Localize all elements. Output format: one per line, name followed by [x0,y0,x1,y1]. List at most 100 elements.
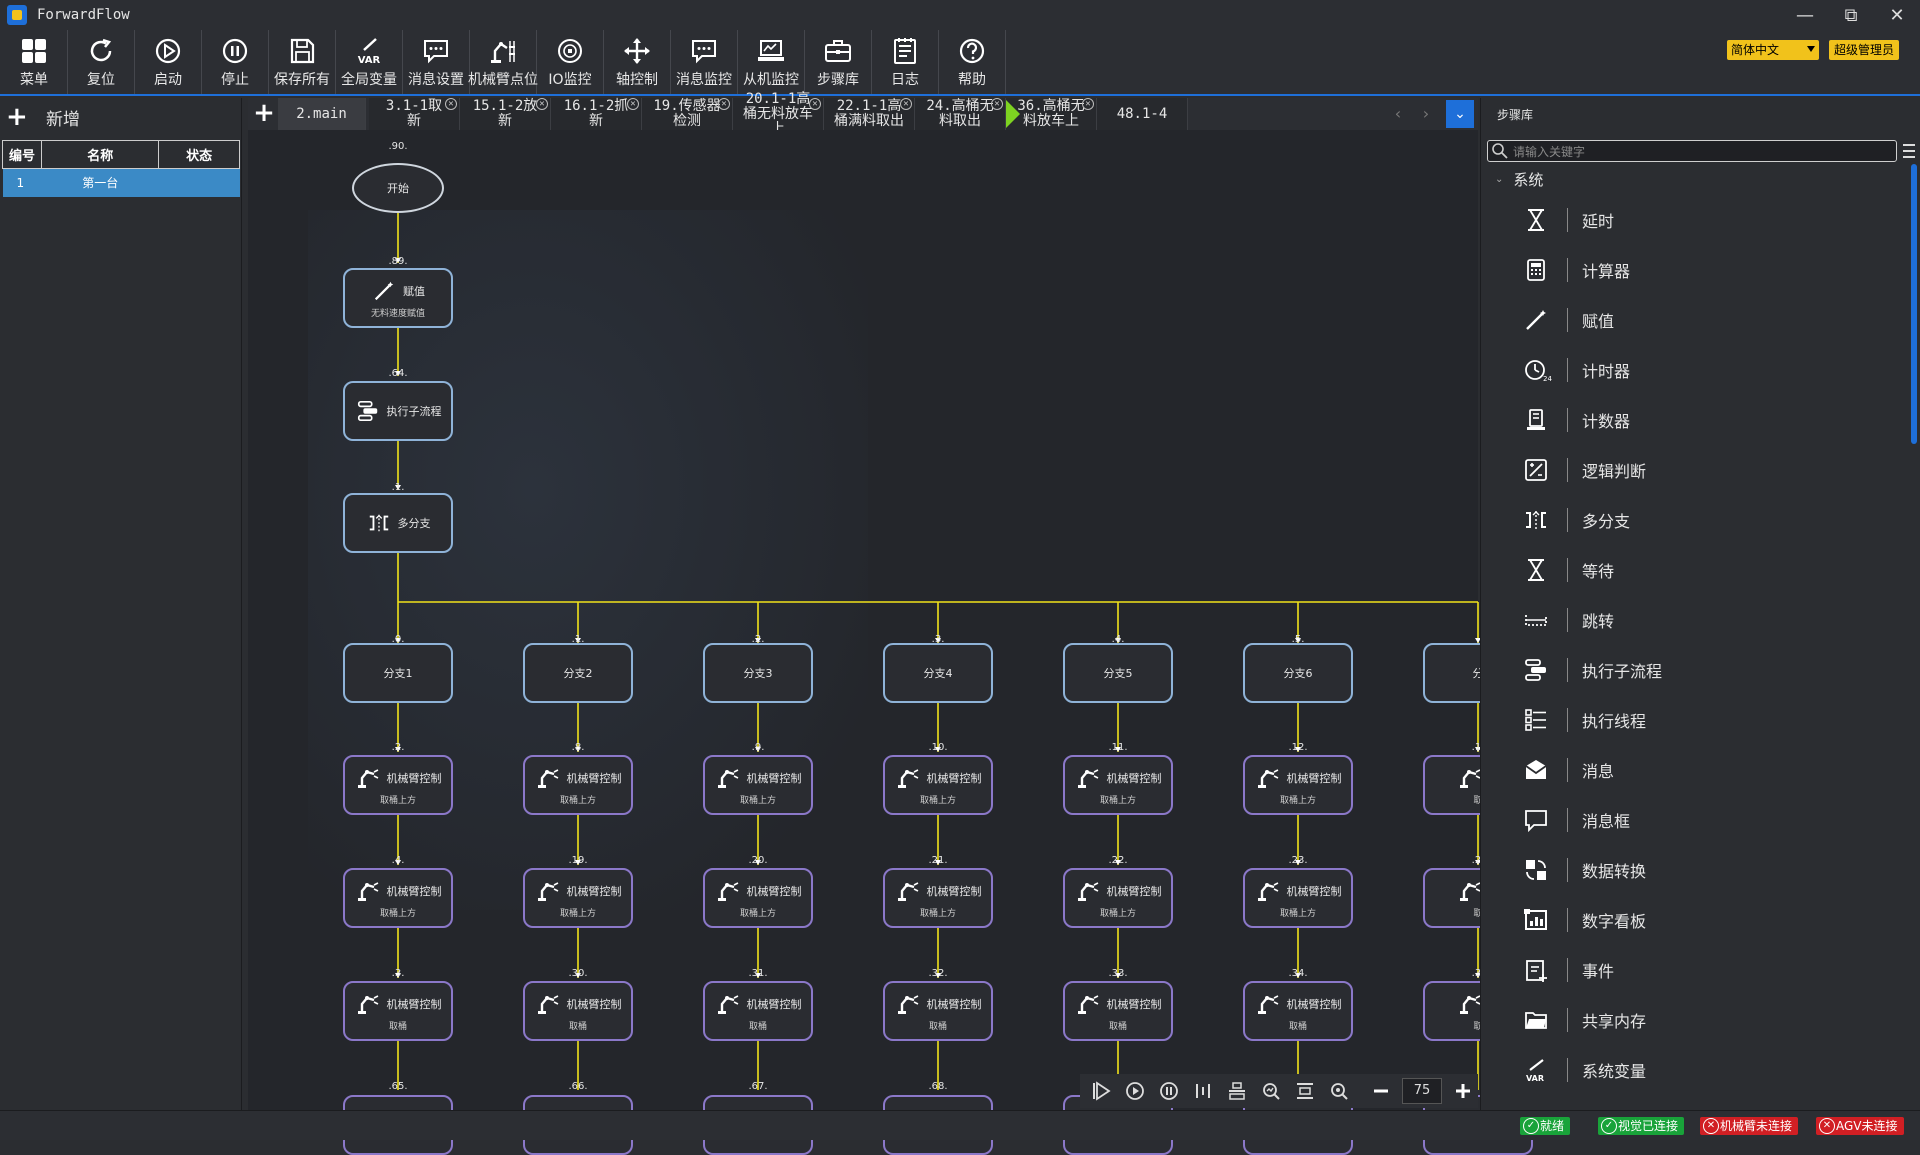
tab-close-icon[interactable]: ✕ [991,98,1003,110]
tab-2[interactable]: 3.1-1取新✕ [369,98,460,130]
step-item-jump[interactable]: 跳转 [1521,600,1891,640]
start-node[interactable]: 开始 [352,163,444,213]
branch-node[interactable]: 分支6 [1243,643,1353,703]
toolbar-button-pause-circle[interactable]: 停止 [202,30,269,94]
language-select[interactable]: 简体中文 [1727,40,1819,60]
branch-node[interactable]: 分支1 [343,643,453,703]
run-icon[interactable] [1088,1078,1114,1104]
tab-4[interactable]: 16.1-2抓新✕ [551,98,642,130]
step-item-dashboard[interactable]: 数字看板 [1521,900,1891,940]
step-run-icon[interactable] [1122,1078,1148,1104]
table-row[interactable]: 1 第一台 [2,168,240,197]
robot-arm-control-node[interactable]: 机械臂控制取桶 [1063,981,1173,1041]
robot-arm-control-node[interactable]: 机械臂控制取桶上方 [883,868,993,928]
user-badge[interactable]: 超级管理员 [1829,40,1899,60]
step-item-counter[interactable]: 计数器 [1521,400,1891,440]
column-header-status[interactable]: 状态 [158,140,240,169]
flow-canvas[interactable]: 开始 9089赋值无料速度赋值64执行子流程1多分支0分支12机械臂控制取桶上方… [248,130,1533,1155]
step-search-input[interactable]: 请输入关键字 [1487,140,1897,162]
toolbar-button-message-monitor[interactable]: 消息监控 [671,30,738,94]
tab-10[interactable]: 48.1-4 [1097,98,1188,130]
pause-icon[interactable] [1156,1078,1182,1104]
column-header-id[interactable]: 编号 [1,140,43,169]
tab-3[interactable]: 15.1-2放新✕ [460,98,551,130]
toolbar-button-play-circle[interactable]: 启动 [135,30,202,94]
tab-close-icon[interactable]: ✕ [445,98,457,110]
step-item-multibranch[interactable]: 多分支 [1521,500,1891,540]
toolbar-button-slave-monitor[interactable]: 从机监控 [738,30,805,94]
zoom-fit-icon[interactable] [1258,1078,1284,1104]
toolbar-button-robot-arm-points[interactable]: 机械臂点位 [468,30,538,94]
robot-arm-control-node[interactable]: 机械臂控制取桶 [883,981,993,1041]
step-group-system[interactable]: ⌄ 系统 [1495,169,1543,190]
step-item-assign-wand[interactable]: 赋值 [1521,300,1891,340]
tab-1[interactable]: 2.main [278,98,366,130]
locate-icon[interactable] [1326,1078,1352,1104]
branch-node[interactable]: 分支4 [883,643,993,703]
toolbar-button-help[interactable]: 帮助 [939,30,1006,94]
toolbar-button-axis-move[interactable]: 轴控制 [604,30,671,94]
step-item-thread[interactable]: 执行线程 [1521,700,1891,740]
toolbar-button-toolbox[interactable]: 步骤库 [805,30,872,94]
toolbar-button-message-settings[interactable]: 消息设置 [403,30,470,94]
add-device-button[interactable]: + 新增 [0,98,241,136]
toolbar-button-grid-menu[interactable]: 菜单 [1,30,68,94]
branch-node[interactable]: 分支2 [523,643,633,703]
zoom-level-input[interactable]: 75 [1402,1078,1442,1104]
toolbar-button-save[interactable]: 保存所有 [269,30,336,94]
close-button[interactable]: ✕ [1889,4,1905,26]
robot-arm-control-node[interactable]: 机械臂控制取桶上方 [1243,755,1353,815]
step-item-wait-hourglass[interactable]: 等待 [1521,550,1891,590]
toolbar-button-refresh[interactable]: 复位 [68,30,135,94]
step-item-data-convert[interactable]: 数据转换 [1521,850,1891,890]
tab-close-icon[interactable]: ✕ [1082,98,1094,110]
minimize-button[interactable]: — [1796,4,1814,26]
robot-arm-control-node[interactable]: 机械臂控制取桶上方 [343,868,453,928]
robot-arm-control-node[interactable]: 机械臂控制取桶上方 [703,755,813,815]
robot-arm-control-node[interactable]: 机械臂控制取桶 [1243,981,1353,1041]
step-item-message-box[interactable]: 消息框 [1521,800,1891,840]
tab-close-icon[interactable]: ✕ [718,98,730,110]
tab-list-dropdown-icon[interactable]: ⌄ [1446,100,1474,128]
robot-arm-control-node[interactable]: 机械臂控制取桶 [523,981,633,1041]
assign-node[interactable]: 赋值无料速度赋值 [343,268,453,328]
robot-arm-control-node[interactable]: 机械臂控制取桶 [703,981,813,1041]
column-header-name[interactable]: 名称 [41,140,160,169]
tab-9[interactable]: 36.高桶无料放车上✕ [1006,98,1097,130]
zoom-out-icon[interactable] [1368,1078,1394,1104]
zoom-in-icon[interactable] [1450,1078,1476,1104]
robot-arm-control-node[interactable]: 机械臂控制取桶上方 [343,755,453,815]
tab-close-icon[interactable]: ✕ [809,98,821,110]
robot-arm-control-node[interactable]: 机械臂控制取桶上方 [523,755,633,815]
robot-arm-control-node[interactable]: 机械臂控制取桶上方 [1063,868,1173,928]
center-icon[interactable] [1292,1078,1318,1104]
robot-arm-control-node[interactable]: 机械臂控制取桶 [343,981,453,1041]
robot-arm-control-node[interactable]: 机械臂控制取桶上方 [1063,755,1173,815]
step-item-calculator[interactable]: 计算器 [1521,250,1891,290]
add-tab-button[interactable]: + [253,98,275,128]
branch-node[interactable]: 分支3 [703,643,813,703]
restore-button[interactable]: ⧉ [1844,4,1858,26]
tree-layout-icon[interactable] [1224,1078,1250,1104]
toolbar-button-io-monitor[interactable]: IO监控 [537,30,604,94]
tab-scroll-right-icon[interactable]: › [1422,104,1430,123]
tab-7[interactable]: 22.1-1高桶满料取出✕ [824,98,915,130]
step-item-message-envelope[interactable]: 消息 [1521,750,1891,790]
robot-arm-control-node[interactable]: 机械臂控制取桶上方 [883,755,993,815]
tab-6[interactable]: 20.1-1高桶无料放车上✕ [733,91,824,136]
align-icon[interactable] [1190,1078,1216,1104]
tab-close-icon[interactable]: ✕ [627,98,639,110]
tab-close-icon[interactable]: ✕ [536,98,548,110]
tab-scroll-left-icon[interactable]: ‹ [1394,104,1402,123]
step-list-scrollbar[interactable] [1911,164,1917,444]
robot-arm-control-node[interactable]: 机械臂控制取桶上方 [1243,868,1353,928]
step-item-logic[interactable]: 逻辑判断 [1521,450,1891,490]
step-item-shared-memory[interactable]: 共享内存 [1521,1000,1891,1040]
multibranch-node[interactable]: 多分支 [343,493,453,553]
robot-arm-control-node[interactable]: 机械臂控制取桶上方 [523,868,633,928]
branch-node[interactable]: 分支5 [1063,643,1173,703]
robot-arm-control-node[interactable]: 机械臂控制取桶上方 [703,868,813,928]
list-menu-icon[interactable] [1901,140,1917,162]
